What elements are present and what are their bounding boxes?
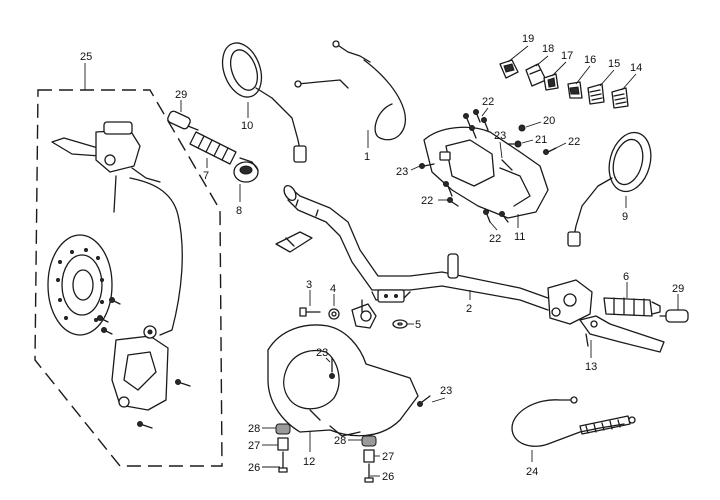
left-mount-parts [275, 423, 291, 473]
callout-18: 18 [542, 43, 554, 55]
callout-28-left: 28 [248, 423, 260, 435]
washer-5 [392, 319, 408, 329]
left-bar-end [167, 110, 199, 131]
throttle-tube [233, 157, 259, 183]
handlebar [283, 184, 549, 311]
callout-23-cover-top: 23 [316, 347, 328, 359]
lower-screws-22 [443, 181, 509, 223]
screw-21-washer-20 [507, 124, 526, 148]
callout-26-left: 26 [248, 462, 260, 474]
nut-4 [328, 308, 340, 320]
callout-28-right: 28 [334, 435, 346, 447]
upper-screws-22 [463, 109, 489, 139]
callout-3: 3 [306, 279, 312, 291]
callout-19: 19 [522, 33, 534, 45]
right-mount-parts [361, 435, 377, 483]
callout-22-left: 22 [421, 195, 433, 207]
callout-22-bottom: 22 [489, 233, 501, 245]
right-bar-end [659, 309, 689, 323]
switch-parts-14-19 [499, 59, 629, 109]
right-brake-lever [579, 315, 665, 353]
handlebar-bracket [275, 231, 405, 303]
handlebar-clamp [351, 299, 377, 329]
callout-12: 12 [303, 456, 315, 468]
brake-caliper [111, 325, 191, 429]
callout-8: 8 [236, 205, 242, 217]
callout-20: 20 [543, 115, 555, 127]
callout-17: 17 [561, 50, 573, 62]
front-brake-master-cylinder [51, 121, 161, 183]
callout-22-right: 22 [568, 136, 580, 148]
callout-16: 16 [584, 54, 596, 66]
cover-screws [329, 357, 431, 407]
callout-14: 14 [630, 62, 642, 74]
callout-27-left: 27 [248, 440, 260, 452]
callout-24: 24 [526, 466, 538, 478]
front-handlebar-cover [267, 324, 419, 437]
callout-23-left: 23 [396, 166, 408, 178]
callout-23-top: 23 [494, 130, 506, 142]
callout-7: 7 [203, 170, 209, 182]
throttle-cable [294, 40, 406, 141]
right-screws-22 [543, 147, 557, 155]
right-mirror [567, 131, 652, 247]
bolt-3 [299, 307, 321, 317]
brake-hose [129, 177, 183, 336]
left-grip [189, 131, 237, 165]
disc-bolts [97, 297, 121, 335]
right-switch-housing [547, 279, 593, 325]
callout-22-top: 22 [482, 96, 494, 108]
left-mirror [221, 42, 307, 163]
callout-4: 4 [330, 283, 336, 295]
callout-2: 2 [466, 303, 472, 315]
callout-6: 6 [623, 271, 629, 283]
cable-24 [511, 396, 636, 447]
callout-5: 5 [415, 319, 421, 331]
callout-21: 21 [535, 134, 547, 146]
callout-10: 10 [241, 120, 253, 132]
brake-disc [47, 234, 113, 336]
callout-27-right: 27 [382, 451, 394, 463]
group-25-boundary [34, 89, 223, 467]
callout-1: 1 [364, 151, 370, 163]
callout-25: 25 [80, 51, 92, 63]
callout-26-right: 26 [382, 471, 394, 483]
right-grip [603, 297, 661, 317]
callout-15: 15 [608, 58, 620, 70]
callout-23-cover-right: 23 [440, 385, 452, 397]
callout-29-right: 29 [672, 283, 684, 295]
callout-29-left: 29 [175, 89, 187, 101]
callout-9: 9 [622, 211, 628, 223]
callout-11: 11 [514, 231, 525, 243]
callout-13: 13 [585, 361, 597, 373]
